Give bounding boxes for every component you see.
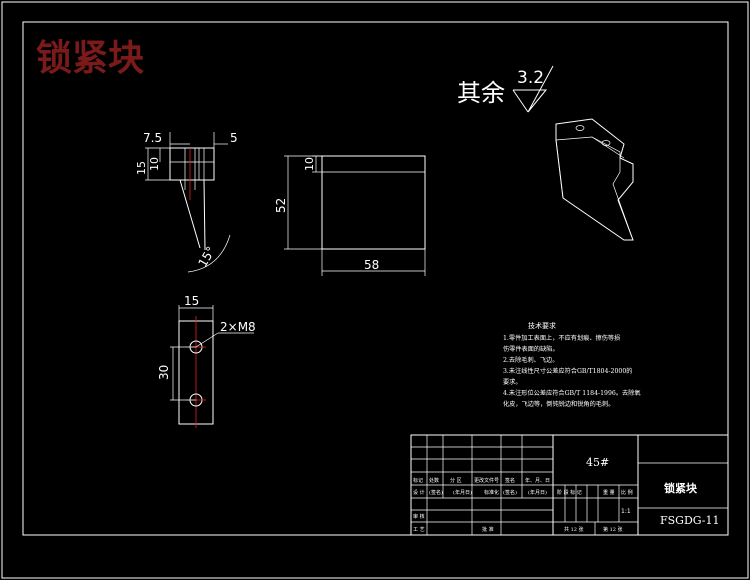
watermark-title: 锁紧块 (36, 37, 144, 79)
inner-frame (22, 21, 729, 536)
col-label: 更改文件号 (474, 477, 499, 484)
sheets-total: 共 12 张 (564, 526, 584, 533)
roughness-symbol: 其余 3.2 (457, 65, 554, 113)
tech-note-line: 4.未注形位公差应符合GB/T 1184-1996。去除氧 (503, 389, 641, 397)
col-label: 处数 (429, 477, 439, 484)
tech-note-line: 3.未注线性尺寸公差应符合GB/T1804-2000的 (503, 367, 632, 375)
tech-note-line: 2.去除毛刺、飞边。 (503, 356, 558, 364)
side-view: 7.5 5 15 10 15° (135, 131, 238, 273)
sheet-no: 第 12 张 (603, 526, 623, 533)
front-dim-52: 52 (274, 198, 288, 213)
tech-note-line: 1.零件加工表面上，不应有划痕、擦伤等损 (503, 334, 620, 342)
tech-note-line: 要求。 (503, 378, 522, 386)
tech-note-line: 化皮，飞边等，倒钝锐边和锐角的毛刺。 (503, 400, 614, 408)
material: 45# (586, 456, 609, 469)
roughness-label: 其余 (457, 79, 505, 107)
technical-requirements: 技术要求 1.零件加工表面上，不应有划痕、擦伤等损 伤零件表面的缺陷。 2.去除… (503, 321, 641, 408)
title-block: 标记 处数 分 区 更改文件号 签名 年、月、日 设 计 (签名) (年月日) … (410, 434, 729, 536)
front-dim-58: 58 (364, 258, 379, 272)
tech-notes-title: 技术要求 (528, 321, 556, 330)
part-name: 锁紧块 (664, 481, 698, 495)
bottom-hole-callout: 2×M8 (220, 320, 256, 334)
row-label: (签名) (429, 489, 443, 496)
drawing-no: FSGDG-11 (660, 514, 719, 527)
stage-label: 比 例 (621, 489, 633, 496)
side-dim-10: 10 (148, 157, 161, 171)
col-label: 年、月、日 (525, 477, 550, 484)
stage-label: 阶 段 标 记 (557, 489, 582, 496)
row-label: (签名) (503, 489, 517, 496)
approve-label: 批 准 (482, 526, 494, 533)
row-label: 标准化 (484, 489, 499, 496)
review-label: 审 核 (413, 513, 425, 520)
roughness-value: 3.2 (517, 68, 544, 88)
col-label: 分 区 (450, 477, 462, 484)
row-label: (年月日) (453, 489, 472, 496)
side-dim-7-5: 7.5 (143, 131, 162, 145)
row-label: (年月日) (528, 489, 547, 496)
side-angle-15: 15° (195, 244, 218, 269)
row-label: 设 计 (413, 489, 425, 496)
bottom-dim-30: 30 (157, 365, 171, 380)
tech-note-line: 伤零件表面的缺陷。 (503, 345, 559, 353)
bottom-dim-15: 15 (184, 294, 199, 308)
bottom-view: 15 30 2×M8 (157, 294, 256, 428)
front-view: 10 52 58 (274, 155, 426, 276)
front-dim-10: 10 (303, 157, 316, 171)
side-dim-15: 15 (135, 161, 148, 175)
side-dim-5: 5 (230, 131, 238, 145)
isometric-view (555, 118, 634, 241)
col-label: 标记 (413, 477, 423, 484)
scale-value: 1:1 (621, 508, 631, 515)
col-label: 签名 (505, 477, 515, 484)
process-label: 工 艺 (413, 527, 425, 533)
stage-label: 重 量 (603, 489, 615, 496)
